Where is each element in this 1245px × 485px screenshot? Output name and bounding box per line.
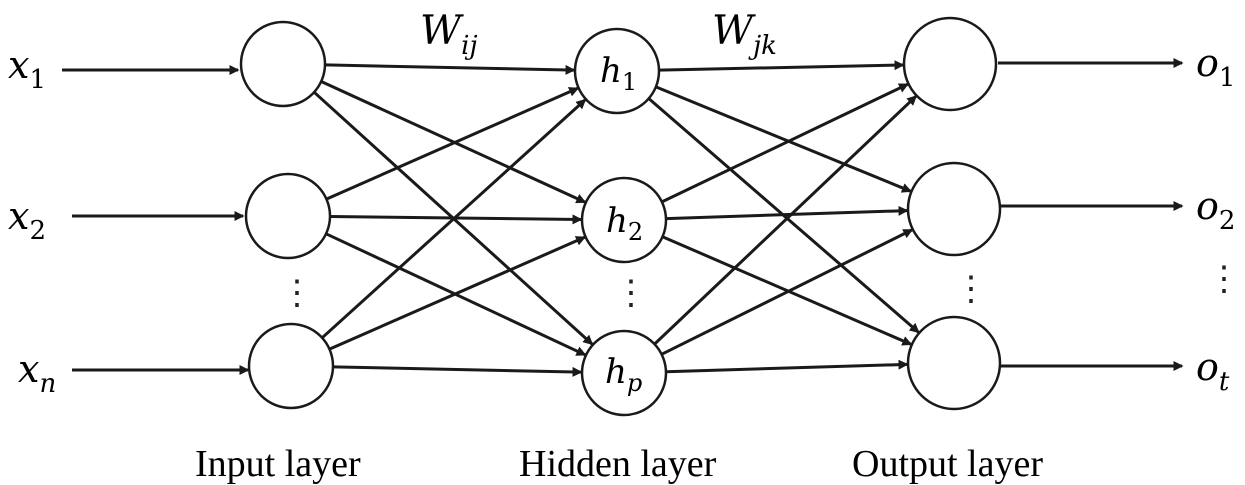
- hidden-node-p: [580, 329, 668, 417]
- input-layer-nodes: [239, 20, 335, 410]
- output-label-o2: o2: [1196, 184, 1235, 236]
- input-label-x2: x2: [8, 194, 46, 246]
- input-hidden-edge-1-1: [324, 63, 576, 75]
- input-hidden-edge-2-1: [325, 86, 580, 201]
- hidden-output-edge-3-1: [653, 95, 917, 346]
- ellipsis-input: ⋮: [280, 273, 314, 313]
- input-hidden-edge-3-1: [321, 98, 587, 339]
- hidden-layer-caption: Hidden layer: [519, 443, 717, 485]
- hidden-layer-nodes: [573, 27, 668, 417]
- weight-label-jk: Wjk: [712, 8, 777, 61]
- hidden-output-edge-3-2: [660, 228, 914, 356]
- connection-edges: [313, 60, 920, 377]
- output-node-t: [906, 315, 1002, 411]
- input-node-2: [244, 172, 332, 260]
- input-node-1: [239, 20, 327, 108]
- output-node-1: [902, 16, 998, 112]
- input-label-xn: xn: [18, 347, 56, 399]
- output-label-o1: o1: [1196, 41, 1235, 93]
- hidden-output-edge-2-2: [665, 205, 909, 221]
- hidden-node-2: [580, 176, 668, 264]
- hidden-output-edge-2-1: [661, 82, 909, 204]
- hidden-label-h1: h1: [600, 51, 637, 96]
- hidden-label-hp: hp: [605, 352, 642, 397]
- hidden-output-edge-3-3: [665, 359, 909, 374]
- output-node-2: [906, 161, 1002, 257]
- hidden-output-edge-1-1: [658, 60, 905, 72]
- input-hidden-edge-3-2: [328, 235, 586, 351]
- input-node-n: [247, 322, 335, 410]
- hidden-node-1: [573, 27, 661, 115]
- ellipsis-output: ⋮: [954, 269, 988, 309]
- input-hidden-edge-3-3: [332, 365, 583, 377]
- input-label-x1: x1: [8, 43, 46, 95]
- weight-label-ij: Wij: [420, 8, 478, 61]
- hidden-output-edge-1-2: [655, 85, 912, 193]
- input-layer-caption: Input layer: [195, 443, 361, 485]
- output-layer-caption: Output layer: [852, 443, 1043, 485]
- ellipsis-hidden: ⋮: [614, 273, 648, 313]
- ellipsis-outputs-right: ⋮: [1207, 259, 1241, 299]
- output-layer-nodes: [902, 16, 1002, 411]
- hidden-label-h2: h2: [606, 201, 643, 246]
- output-label-ot: ot: [1196, 345, 1230, 397]
